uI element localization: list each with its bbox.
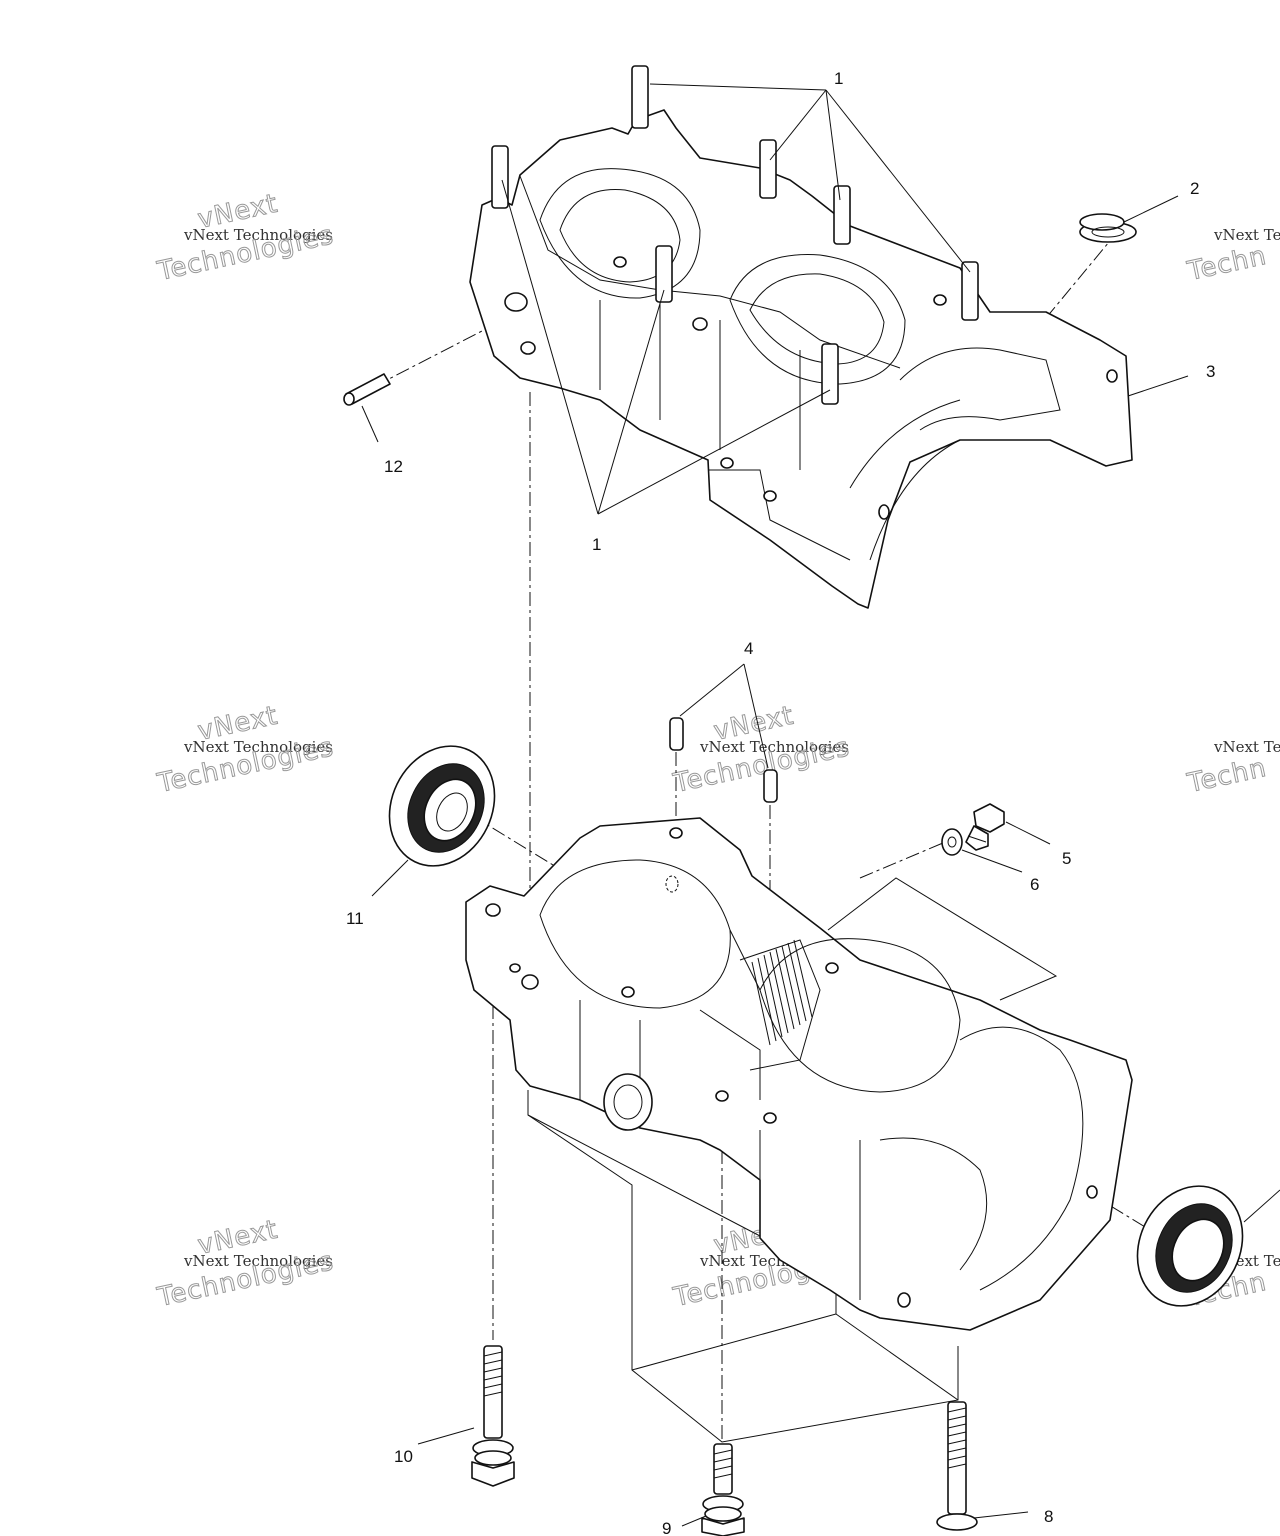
callout-2: 2 [1190,179,1199,198]
callout-3: 3 [1206,362,1215,381]
dowel-pins-4 [669,717,778,803]
callouts: 1 2 3 12 1 4 5 6 11 10 9 8 [346,69,1215,1536]
washer-6 [941,828,963,856]
callout-1-top: 1 [834,69,843,88]
callout-9: 9 [662,1519,671,1536]
dowel-pin [669,717,684,751]
watermark: vNext vNext Technologies Technologies [670,700,853,799]
watermark-text: vNext Technologies [183,738,333,756]
stud [961,261,979,321]
watermark-edge-technologies: Techn [1184,241,1269,287]
lower-crankcase [465,817,1133,1331]
callout-6: 6 [1030,875,1039,894]
stud [655,245,673,303]
callout-1-bottom: 1 [592,535,601,554]
dowel-pin [763,769,778,803]
callout-11: 11 [346,909,364,928]
callout-5: 5 [1062,849,1071,868]
bolt-5 [965,803,1005,851]
watermark: vNext vNext Technologies Technologies [154,700,337,799]
watermark-edge-technologies: Techn [1184,753,1269,799]
plug-2 [1079,213,1137,243]
watermark-text: vNext Technologies [183,226,333,244]
oil-seal-11 [388,745,496,867]
bolt-9 [701,1443,745,1536]
callout-10: 10 [394,1447,413,1466]
watermark: vNext vNext Technologies Technologies [154,188,337,287]
callout-8: 8 [1044,1507,1053,1526]
callout-4: 4 [744,639,753,658]
bolt-8 [936,1401,978,1531]
watermark-edge: vNext Te Techn [1184,226,1280,288]
stud [821,343,839,405]
watermark-edge-text: vNext Te [1213,738,1280,756]
watermark: vNext vNext Technologies Technologies [154,1214,337,1313]
leader-lines [361,83,1280,1527]
watermark-edge-text: vNext Te [1213,226,1280,244]
stud [491,145,509,209]
callout-12: 12 [384,457,403,476]
bolt-10 [471,1345,515,1487]
stud [759,139,777,199]
stud [631,65,649,129]
upper-crankcase [469,109,1133,609]
watermark-text: vNext Technologies [699,738,849,756]
dowel-pin-12 [343,373,391,406]
watermark-text: vNext Technologies [183,1252,333,1270]
stud [833,185,851,245]
crank-ribs [751,939,813,1046]
watermark-edge: vNext Te Techn [1184,738,1280,800]
oil-seal-right [1136,1185,1244,1307]
cylinder-studs [491,65,979,405]
